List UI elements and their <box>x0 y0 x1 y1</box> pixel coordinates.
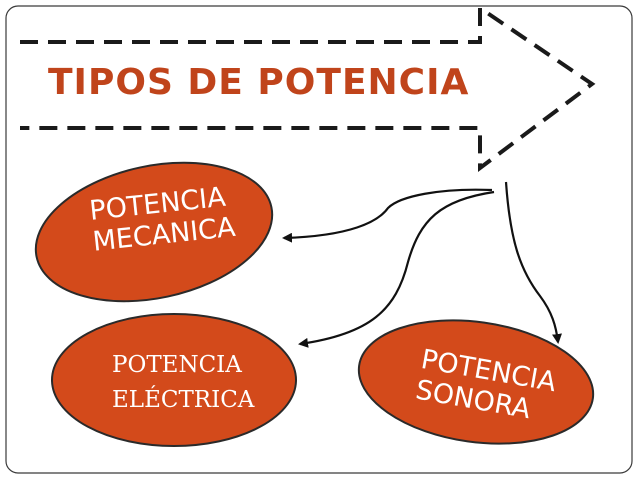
connector-to-sonora <box>504 181 562 344</box>
connector-to-electrica <box>298 190 495 348</box>
node-electrica-label: POTENCIA ELÉCTRICA <box>112 348 254 417</box>
connector-to-mecanica <box>282 188 493 243</box>
slide-frame <box>5 5 633 474</box>
page-title: TIPOS DE POTENCIA <box>48 62 470 103</box>
node-electrica-line1: POTENCIA <box>112 352 242 378</box>
node-mecanica-ellipse <box>34 161 274 303</box>
title-banner-arrow <box>20 4 596 172</box>
node-electrica-line2: ELÉCTRICA <box>112 386 255 413</box>
node-electrica-ellipse <box>51 313 297 447</box>
node-sonora-ellipse <box>357 319 595 445</box>
